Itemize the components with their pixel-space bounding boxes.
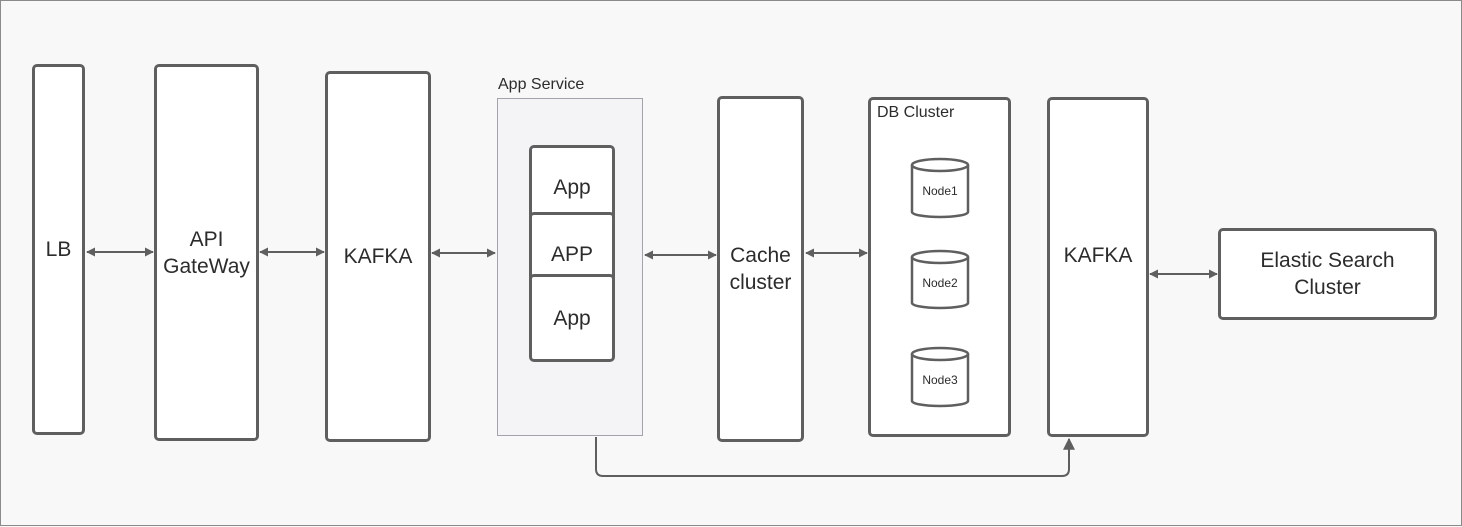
api-gateway[interactable]: API GateWay xyxy=(154,64,259,441)
arrow-app-service-to-kafka xyxy=(595,437,1075,477)
elastic-search-label-line2: Cluster xyxy=(1294,276,1361,299)
cache-cluster-label-line2: cluster xyxy=(729,271,792,294)
app-service-title: App Service xyxy=(498,76,585,93)
db-node-3-label: Node3 xyxy=(922,373,958,387)
kafka-inbound[interactable]: KAFKA xyxy=(325,71,431,442)
db-node-1-label: Node1 xyxy=(922,184,958,198)
kafka-outbound[interactable]: KAFKA xyxy=(1047,97,1149,437)
app-instance-1-label: App xyxy=(553,176,591,199)
kafka-inbound-label: KAFKA xyxy=(343,245,413,268)
api-gateway-label-line1: API xyxy=(189,227,224,251)
elastic-search-cluster[interactable]: Elastic Search Cluster xyxy=(1218,228,1437,320)
app-instance-3[interactable]: App xyxy=(529,274,615,362)
load-balancer[interactable]: LB xyxy=(32,64,85,435)
app-instance-2-label: APP xyxy=(550,243,594,266)
db-node-3-icon xyxy=(910,346,970,408)
load-balancer-label: LB xyxy=(45,238,72,261)
app-instance-3-label: App xyxy=(553,306,591,330)
cache-cluster-label-line1: Cache xyxy=(730,244,791,267)
kafka-outbound-label: KAFKA xyxy=(1063,243,1133,267)
elastic-search-label-line1: Elastic Search xyxy=(1260,249,1395,272)
db-node-2-label: Node2 xyxy=(922,276,958,290)
db-cluster-title: DB Cluster xyxy=(877,104,955,121)
cache-cluster[interactable]: Cache cluster xyxy=(717,96,804,442)
api-gateway-label-line2: GateWay xyxy=(163,254,250,278)
db-node-1-icon xyxy=(910,157,970,219)
db-node-2-icon xyxy=(910,249,970,310)
